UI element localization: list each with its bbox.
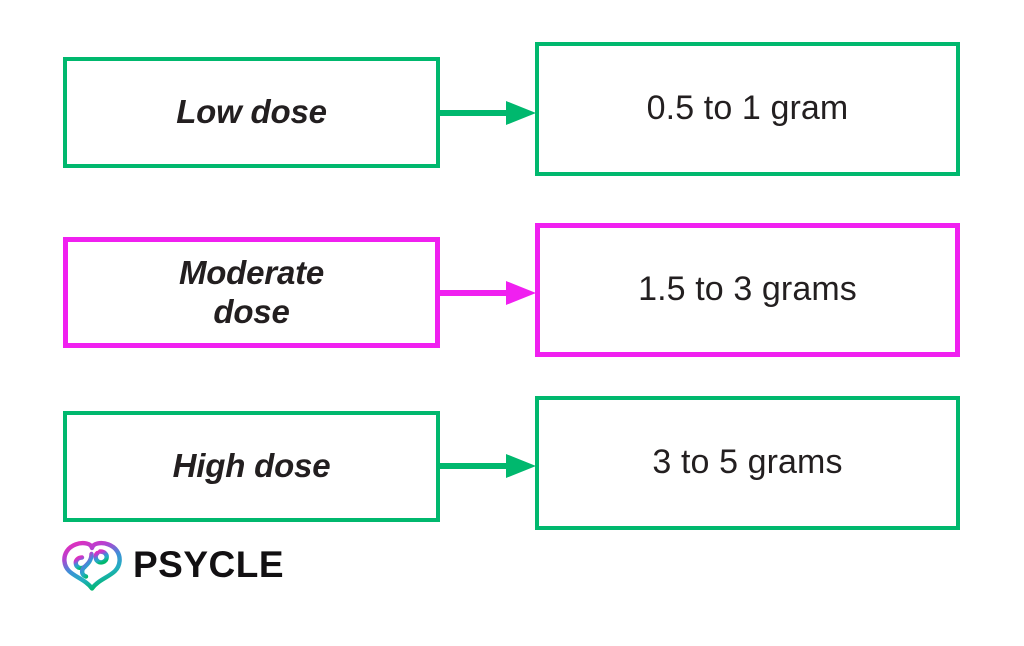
- dose-value-text-high: 3 to 5 grams: [652, 443, 843, 482]
- dose-value-text-moderate: 1.5 to 3 grams: [638, 270, 857, 309]
- dose-value-box-high: 3 to 5 grams: [535, 396, 960, 530]
- dose-label-box-moderate: Moderate dose: [63, 237, 440, 348]
- dose-value-text-low: 0.5 to 1 gram: [646, 89, 849, 128]
- psycle-logo: PSYCLE: [60, 536, 284, 592]
- dose-label-text-low: Low dose: [176, 93, 327, 131]
- brain-heart-icon: [62, 540, 122, 591]
- dose-value-box-moderate: 1.5 to 3 grams: [535, 223, 960, 357]
- dose-value-box-low: 0.5 to 1 gram: [535, 42, 960, 176]
- arrow-right-icon-low: [440, 101, 536, 125]
- dose-label-box-high: High dose: [63, 411, 440, 522]
- dose-label-box-low: Low dose: [63, 57, 440, 168]
- dose-label-text-high: High dose: [172, 447, 331, 485]
- arrow-right-icon-moderate: [440, 281, 536, 305]
- arrow-right-icon-high: [440, 454, 536, 478]
- dose-label-text-moderate: Moderate dose: [178, 254, 325, 330]
- psycle-wordmark: PSYCLE: [133, 543, 285, 585]
